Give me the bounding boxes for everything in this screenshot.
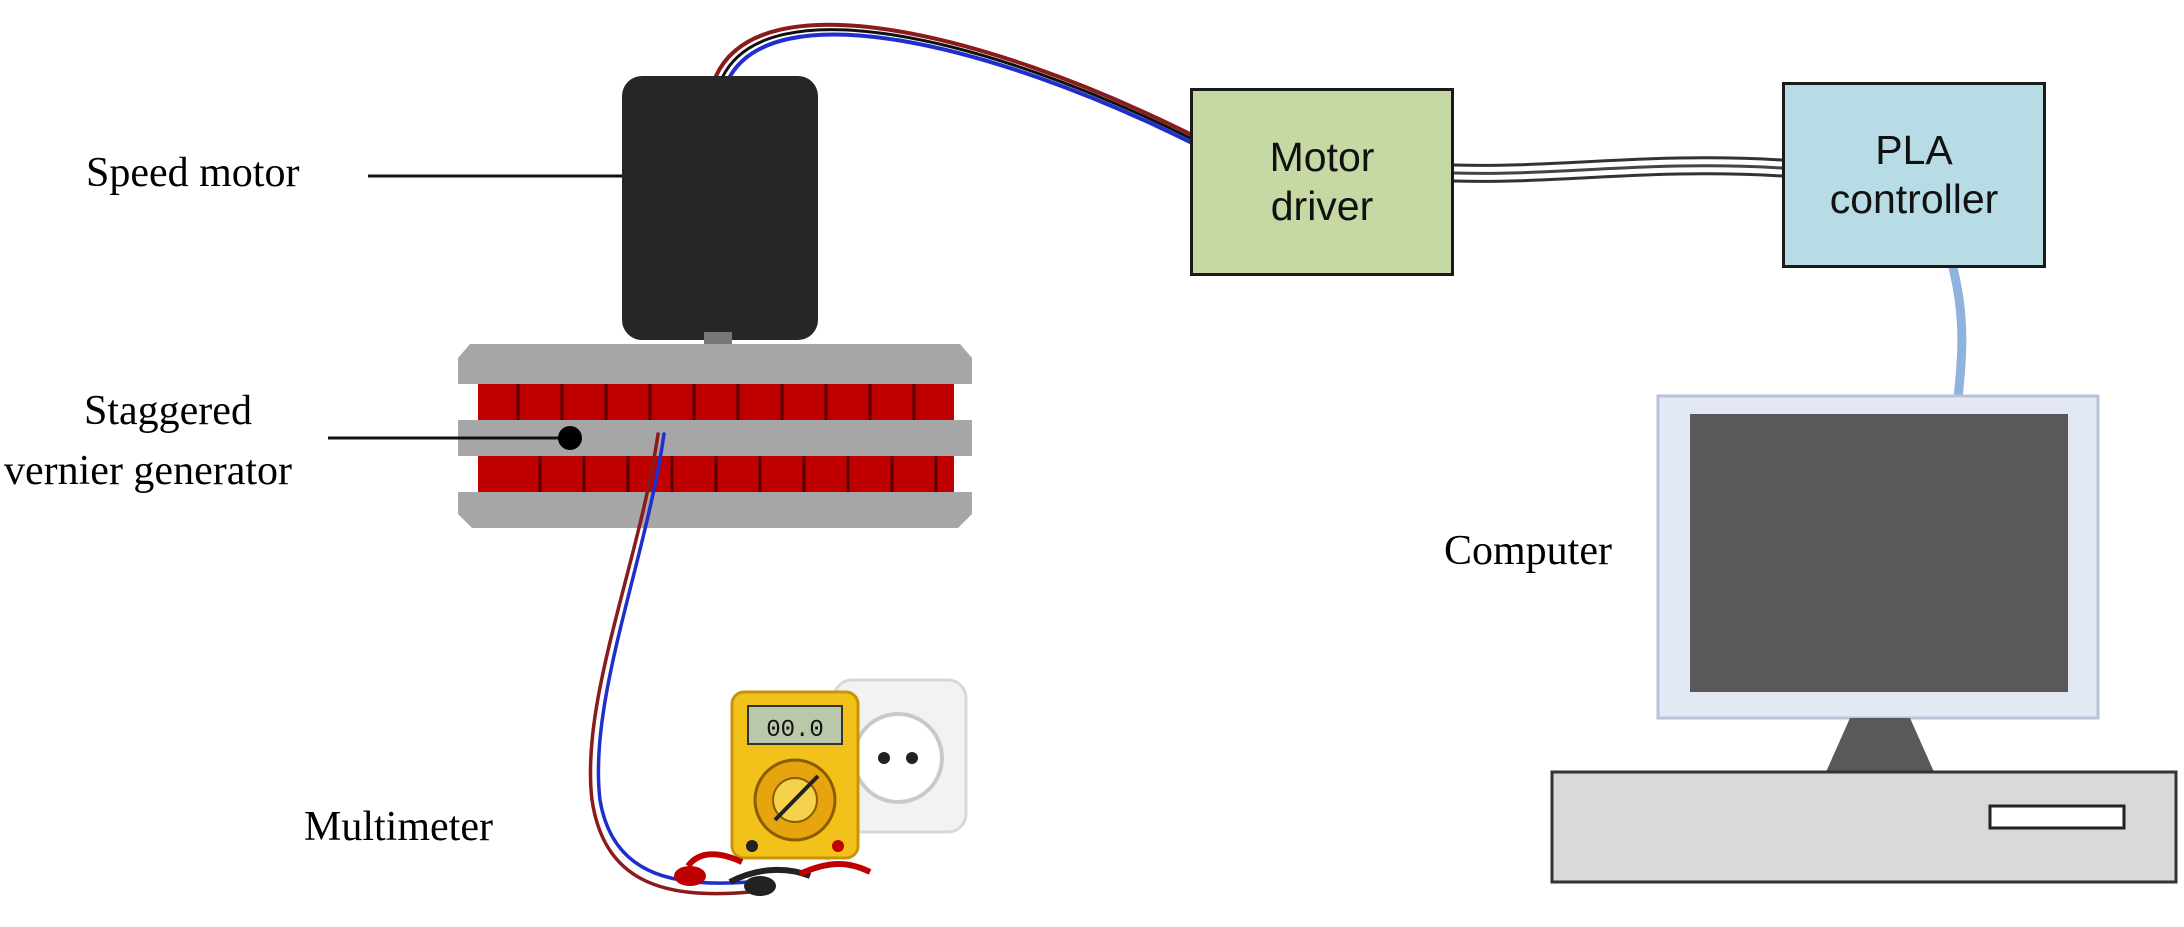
lower-magnet-segments	[538, 456, 938, 492]
speed-motor-label: Speed motor	[86, 150, 300, 196]
motor-driver-label-line2: driver	[1270, 183, 1374, 229]
pla-controller-label-line2: controller	[1829, 176, 1999, 222]
disk-drive-slot	[1988, 804, 2126, 830]
usb-cable	[1948, 263, 1967, 403]
pla-controller-box: PLA controller	[1782, 82, 2046, 268]
monitor-stand	[1826, 718, 1934, 772]
upper-magnet-segments	[516, 384, 916, 420]
multimeter-leads	[588, 432, 752, 896]
generator-label-line1: Staggered	[84, 388, 252, 434]
motor-power-cable	[714, 22, 1192, 144]
multimeter-icon	[674, 678, 968, 896]
speed-motor	[622, 76, 818, 340]
multimeter-display-readout: 00.0	[766, 717, 824, 744]
motor-driver-box: Motor driver	[1190, 88, 1454, 276]
monitor-screen	[1690, 414, 2068, 692]
motor-shaft	[704, 332, 732, 346]
vernier-generator	[458, 344, 972, 528]
pla-controller-label-line1: PLA	[1875, 126, 1953, 173]
computer-icon	[1550, 394, 2178, 884]
generator-label-line2: vernier generator	[4, 448, 292, 494]
controller-signal-cable	[1453, 156, 1783, 183]
computer-label: Computer	[1444, 528, 1612, 574]
multimeter-label: Multimeter	[304, 804, 493, 850]
motor-driver-label-line1: Motor	[1269, 133, 1375, 180]
generator-leader-dot	[558, 426, 582, 450]
